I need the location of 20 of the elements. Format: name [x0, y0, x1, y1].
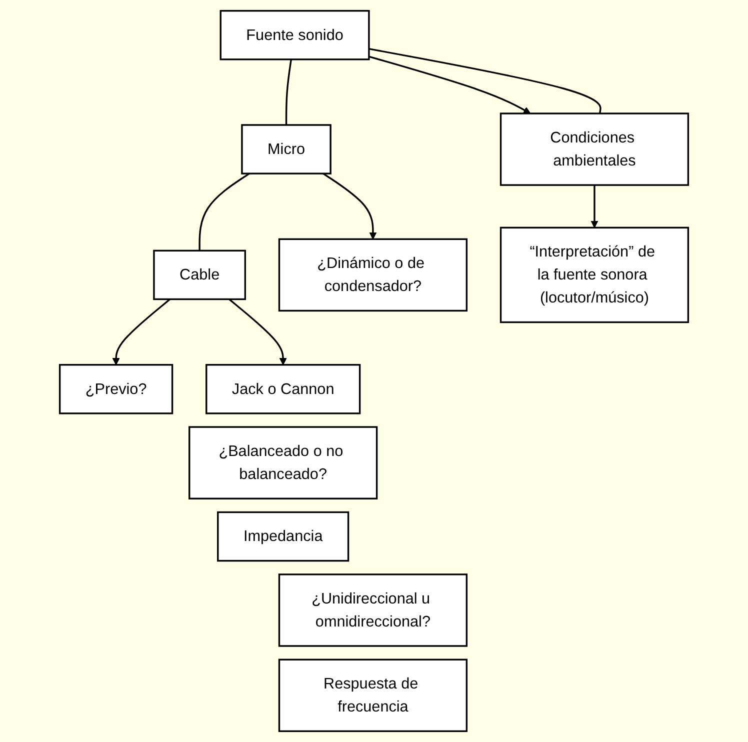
- arrow: [228, 298, 287, 366]
- node-box: ¿Balanceado o no balanceado?: [188, 426, 378, 500]
- node-box: Micro: [241, 124, 332, 174]
- node-box: Condiciones ambientales: [500, 112, 690, 186]
- node-box: ¿Previo?: [58, 364, 174, 414]
- node-box: ¿Dinámico o de condensador?: [278, 238, 468, 312]
- arrow: [322, 172, 377, 240]
- node-box: Impedancia: [217, 511, 350, 562]
- arrow: [368, 56, 531, 114]
- node-box: Respuesta de frecuencia: [278, 658, 468, 732]
- node-box: Jack o Cannon: [206, 364, 361, 414]
- connector: [198, 172, 250, 251]
- node-box: Cable: [153, 250, 246, 300]
- node-box: Fuente sonido: [220, 10, 370, 60]
- node-box: “Interpretación” de la fuente sonora (locutor/músico): [500, 226, 690, 324]
- connector: [285, 59, 292, 125]
- node-box: ¿Unidireccional u omnidireccional?: [278, 574, 468, 647]
- connector: [368, 48, 602, 114]
- arrow: [112, 298, 171, 366]
- arrow: [590, 185, 598, 228]
